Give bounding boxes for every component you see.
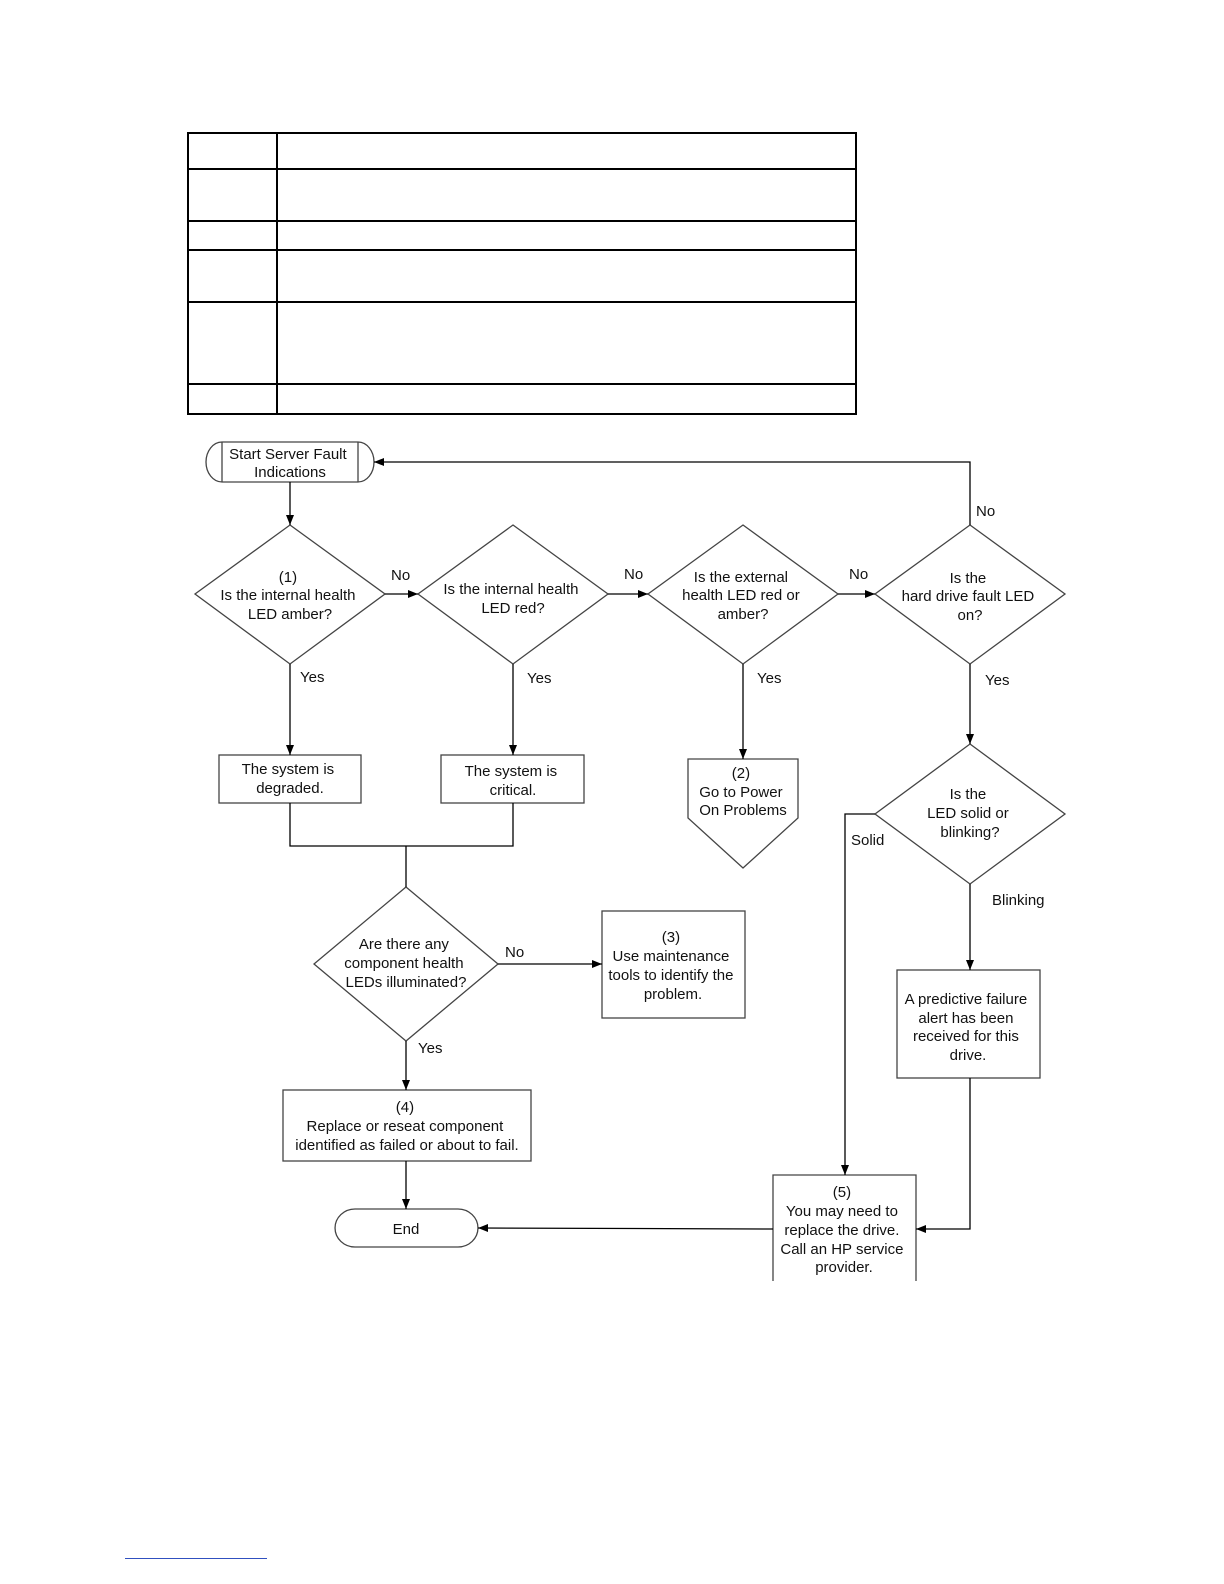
end-terminator (334, 1208, 479, 1248)
offpage-power-problems (687, 758, 799, 869)
connector (289, 803, 514, 847)
label-yes-3: Yes (757, 670, 781, 687)
footnote-rule (125, 1558, 267, 1559)
label-blinking: Blinking (992, 892, 1045, 909)
box-critical (440, 754, 585, 804)
table-cell-num (187, 168, 278, 222)
box-predictive-failure (896, 969, 1041, 1079)
end-text: End (393, 1221, 420, 1238)
table-cell-num (187, 301, 278, 385)
table-cell-num (187, 132, 278, 170)
offpage-power-problems-text: (2) Go to Power On Problems (699, 765, 787, 819)
connector (374, 458, 971, 525)
decision-hdd-fault-led-text: Is the hard drive fault LED on? (902, 570, 1039, 624)
table-cell-text (276, 168, 857, 222)
reference-table (187, 132, 857, 415)
table-row (187, 168, 857, 222)
table-row (187, 383, 857, 415)
table-cell-text (276, 220, 857, 251)
label-no-5: No (505, 944, 524, 961)
box-replace-drive-text: (5) You may need to replace the drive. C… (780, 1184, 907, 1276)
box-predictive-failure-text: A predictive failure alert has been rece… (905, 991, 1032, 1064)
table-row (187, 132, 857, 170)
table-row (187, 220, 857, 251)
table-cell-text (276, 301, 857, 385)
decision-led-solid-blinking-text: Is the LED solid or blinking? (927, 786, 1013, 841)
box-replace-component-text: (4) Replace or reseat component identifi… (295, 1099, 518, 1154)
box-maintenance-tools-text: (3) Use maintenance tools to identify th… (608, 929, 737, 1003)
label-no-3: No (849, 566, 868, 583)
box-critical-text: The system is critical. (465, 763, 562, 799)
table-row (187, 301, 857, 385)
table-row (187, 249, 857, 303)
decision-component-leds-text: Are there any component health LEDs illu… (344, 936, 467, 991)
connector (841, 813, 875, 1175)
table-cell-text (276, 383, 857, 415)
label-yes-4: Yes (985, 672, 1009, 689)
label-solid: Solid (851, 832, 884, 849)
label-no-4: No (976, 503, 995, 520)
start-text: Start Server Fault Indications (229, 446, 351, 481)
label-yes-2: Yes (527, 670, 551, 687)
box-degraded-text: The system is degraded. (242, 761, 339, 797)
box-maintenance-tools (601, 910, 746, 1019)
table-cell-text (276, 132, 857, 170)
box-degraded (218, 754, 362, 804)
decision-internal-amber-text: (1) Is the internal health LED amber? (220, 569, 359, 623)
connector (916, 1078, 971, 1233)
label-yes-1: Yes (300, 669, 324, 686)
decision-internal-red-text: Is the internal health LED red? (443, 581, 582, 617)
label-yes-5: Yes (418, 1040, 442, 1057)
table-cell-num (187, 383, 278, 415)
connector (477, 1224, 774, 1233)
table-cell-text (276, 249, 857, 303)
table-cell-num (187, 249, 278, 303)
label-no-2: No (624, 566, 643, 583)
box-replace-component (282, 1089, 532, 1162)
table-cell-num (187, 220, 278, 251)
label-no-1: No (391, 567, 410, 584)
decision-external-led-text: Is the external health LED red or amber? (682, 569, 804, 623)
